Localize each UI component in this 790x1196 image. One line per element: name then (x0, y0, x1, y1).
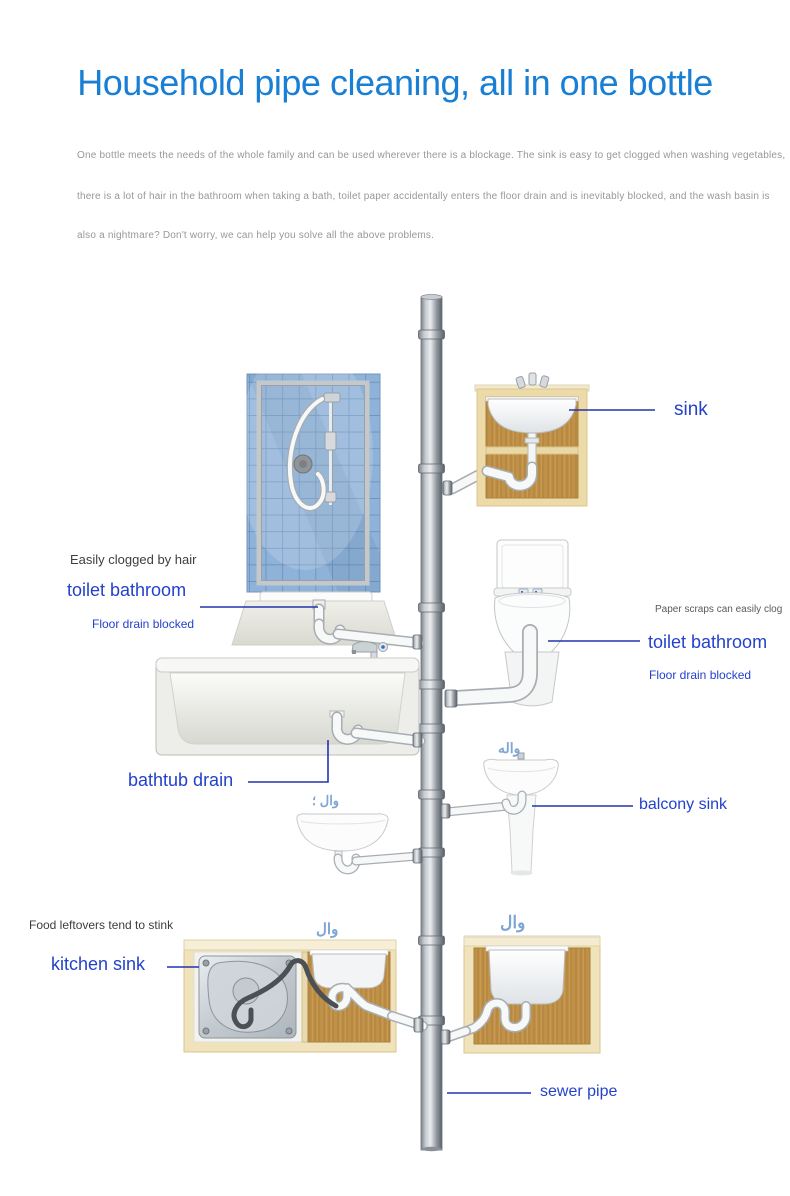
bathtub-connector-line (248, 740, 329, 783)
intro-line-2: there is a lot of hair in the bathroom w… (77, 191, 770, 202)
balcony-basin (483, 758, 559, 796)
intro-line-1: One bottle meets the needs of the whole … (77, 150, 786, 161)
wall-sink (296, 813, 423, 875)
bathtub-faucet-icon (351, 641, 388, 661)
intro-line-3: also a nightmare? Don't worry, we can he… (77, 230, 435, 241)
toilet-tank (496, 539, 569, 594)
kitchen-cabinet-left (183, 939, 428, 1053)
toilet-bowl (494, 592, 571, 655)
pipe-couplings (418, 329, 445, 1026)
kitchen-basin (488, 949, 566, 1005)
kitchen-label: kitchen sink (51, 954, 146, 974)
toilet-title: toilet bathroom (648, 632, 768, 652)
bathtub-label: bathtub drain (128, 770, 234, 790)
balcony-sink (440, 752, 559, 876)
water-splash-icon: واله (498, 740, 521, 756)
toilet (444, 539, 572, 708)
drain-hose (231, 958, 339, 1030)
shower-frame (256, 380, 370, 586)
page-title: Household pipe cleaning, all in one bott… (77, 62, 713, 103)
bathtub (155, 641, 426, 756)
shower-sub: Floor drain blocked (92, 617, 195, 631)
shower-unit (231, 340, 425, 650)
water-splash-icon: وال ؛ (312, 793, 340, 808)
kitchen-note: Food leftovers tend to stink (29, 918, 174, 932)
toilet-sub: Floor drain blocked (649, 668, 752, 682)
kitchen-basin (311, 953, 387, 989)
balcony-label: balcony sink (639, 796, 728, 813)
connector-lines (167, 409, 655, 1094)
shower-head-icon (323, 392, 341, 403)
bathtub-basin (169, 672, 406, 745)
wall-sink-basin (296, 813, 389, 852)
sewer-label: sewer pipe (540, 1083, 618, 1100)
water-splash-icon: وال (500, 913, 526, 932)
sewer-pipe-graphic (418, 294, 445, 1152)
toilet-note: Paper scraps can easily clog (655, 604, 783, 615)
shower-note: Easily clogged by hair (70, 552, 197, 567)
water-splash-icon: وال (316, 921, 339, 938)
faucet-icon (515, 372, 550, 389)
sink-cabinet (442, 372, 590, 507)
kitchen-cabinet-right (440, 935, 601, 1054)
sink-label: sink (674, 399, 708, 420)
shower-title: toilet bathroom (67, 580, 187, 600)
